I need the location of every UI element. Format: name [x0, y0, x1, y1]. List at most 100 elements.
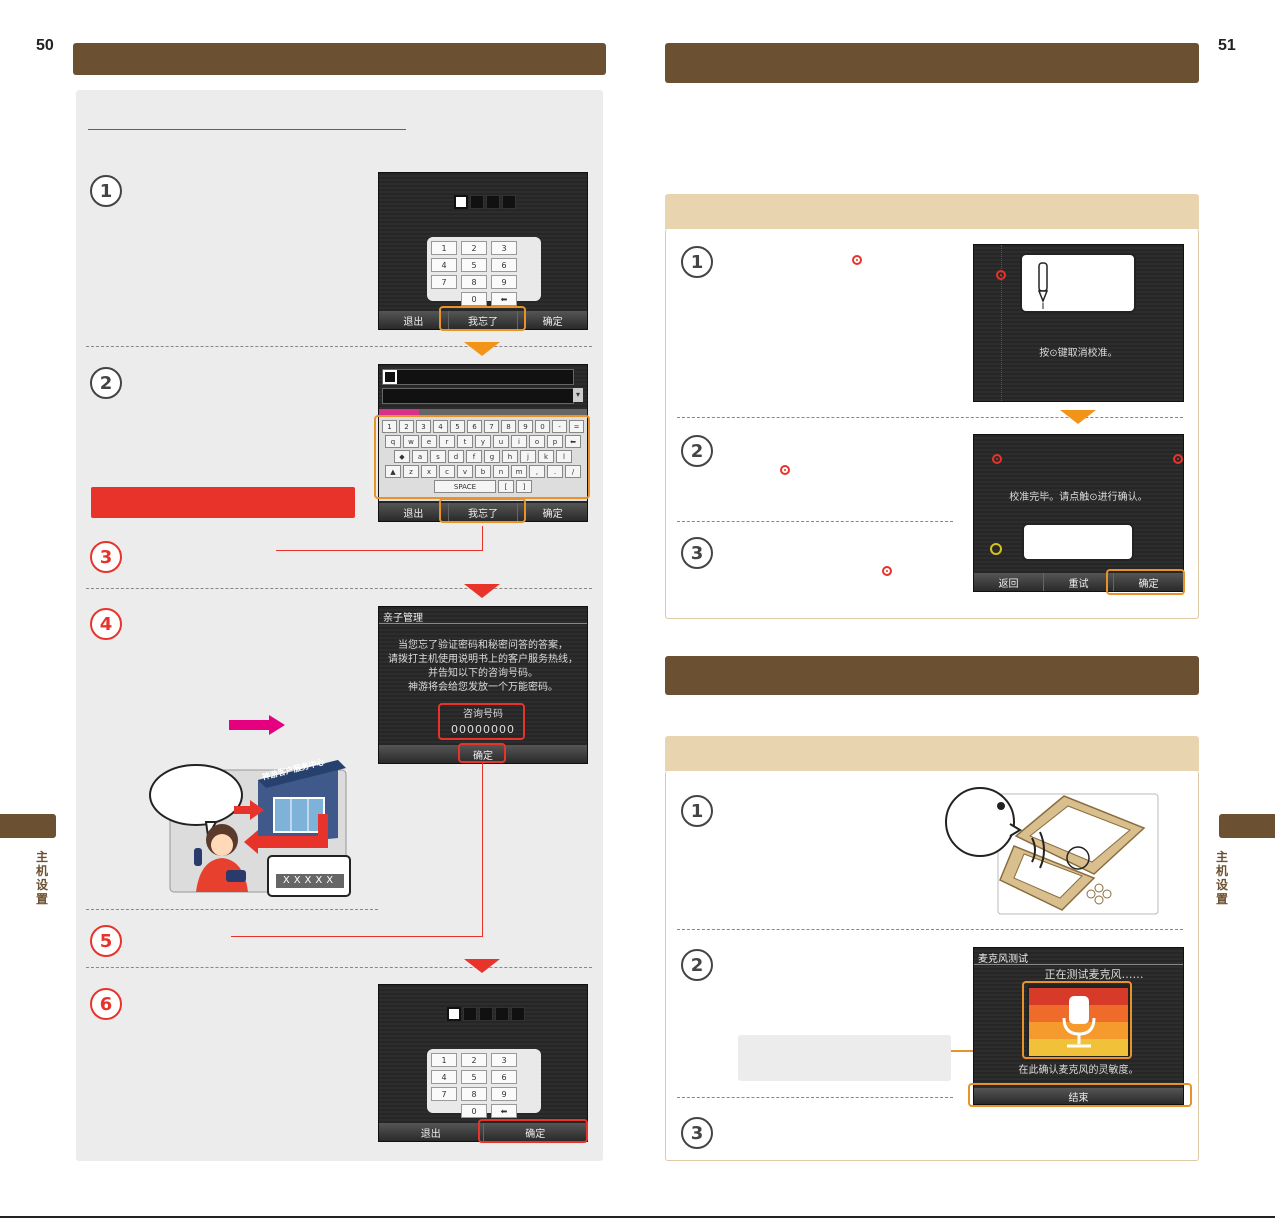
forgot-button[interactable]: 我忘了: [447, 503, 518, 521]
mic-note-box: [738, 1035, 951, 1081]
screen-4-line-3: 并告知以下的咨询号码。: [428, 668, 538, 679]
code-highlight: [438, 703, 525, 740]
connector-line-5: [231, 936, 483, 937]
exit-button[interactable]: 退出: [420, 1128, 441, 1140]
page-number-left: 50: [36, 37, 54, 54]
end-button-highlight: [968, 1083, 1192, 1107]
target-icon: [780, 465, 791, 475]
screen-6-buttons: 退出 确定: [379, 1123, 587, 1141]
microphone-icon: [1062, 996, 1096, 1048]
page-number-right: 51: [1218, 37, 1236, 54]
mic-screen-title: 麦克风测试: [978, 954, 1028, 965]
parental-control-screen: 亲子管理 当您忘了验证密码和秘密问答的答案， 请拨打主机使用说明书上的客户服务热…: [378, 606, 588, 764]
back-button[interactable]: 返回: [998, 578, 1019, 590]
confirm-highlight-6: [478, 1119, 588, 1143]
screen-1-buttons: 退出 我忘了 确定: [379, 311, 587, 329]
guide-line-vertical: [1001, 245, 1002, 401]
space-key[interactable]: SPACE: [434, 480, 496, 493]
bottom-rule: [0, 1216, 1275, 1218]
screen-4-line-2: 请拨打主机使用说明书上的客户服务热线，: [388, 654, 578, 665]
mic-step-1-badge: 1: [681, 795, 713, 827]
crosshair-icon: [990, 543, 1002, 555]
text-input-row-2: [382, 388, 574, 404]
confirm-bubble: [1022, 523, 1134, 561]
scroll-down-icon[interactable]: ▾: [573, 388, 583, 402]
key-row-5: SPACE[]: [382, 480, 584, 493]
arrow-red-1: [464, 584, 500, 598]
section-header-bar-left: [73, 43, 606, 75]
arrow-orange-2: [1060, 410, 1096, 424]
step-3-badge: 3: [90, 541, 122, 573]
pink-arrow-icon: [229, 715, 285, 735]
divider-4: [86, 967, 592, 968]
warning-bar: [91, 487, 355, 518]
console-illustration: [944, 778, 1160, 916]
touch-step-1-badge: 1: [681, 246, 713, 278]
mic-title-line: [974, 964, 1183, 965]
keyboard-highlight: [374, 415, 590, 499]
touch-screen-2-text: 校准完毕。请点触⊙进行确认。: [1009, 492, 1148, 503]
confirm-button[interactable]: 确定: [473, 750, 493, 762]
target-marker-icon: [992, 454, 1002, 464]
divider-2: [86, 588, 592, 589]
arrow-orange-1: [464, 342, 500, 356]
touch-screen-2-buttons: 返回 重试 确定: [974, 573, 1183, 591]
mic-hint-text: 在此确认麦克风的灵敏度。: [1018, 1065, 1139, 1076]
confirm-highlight-4: [458, 743, 506, 763]
password-boxes: [447, 1007, 525, 1021]
code-boxes: XXXXX: [276, 874, 344, 888]
divider-right-1: [677, 417, 1183, 418]
screen-4-title: 亲子管理: [383, 613, 423, 624]
target-marker-icon: [1173, 454, 1183, 464]
touch-step-3-badge: 3: [681, 537, 713, 569]
connector-line-5-vertical: [482, 762, 483, 937]
mic-level-meter: [1027, 986, 1130, 1058]
divider-1: [86, 346, 592, 347]
forgot-button[interactable]: 我忘了: [447, 311, 518, 329]
side-tab-left-label: 主机设置: [36, 850, 49, 906]
screen-4-buttons: 确定: [379, 745, 587, 763]
forgot-highlight-2: [439, 498, 526, 523]
step-5-badge: 5: [90, 925, 122, 957]
step-4-badge: 4: [90, 608, 122, 640]
divider-right-3: [677, 929, 1183, 930]
mic-step-3-badge: 3: [681, 1117, 713, 1149]
subsection-bar-2: [665, 736, 1199, 771]
keyboard-tabs: [379, 409, 587, 415]
panel-underline: [88, 129, 406, 130]
retry-button[interactable]: 重试: [1043, 573, 1113, 591]
mic-step-2-badge: 2: [681, 949, 713, 981]
confirm-button[interactable]: 确定: [1113, 573, 1183, 591]
exit-button[interactable]: 退出: [403, 316, 424, 328]
confirm-button[interactable]: 确定: [482, 1123, 588, 1141]
mic-meter-highlight: [1022, 981, 1132, 1059]
divider-3: [86, 909, 378, 910]
confirm-button[interactable]: 确定: [517, 503, 587, 521]
screen-2-buttons: 退出 我忘了 确定: [379, 503, 587, 521]
divider-right-4: [677, 1097, 953, 1098]
step-2-badge: 2: [90, 367, 122, 399]
text-input-row-1: [382, 369, 574, 385]
divider-right-2: [677, 521, 953, 522]
section-header-bar-right-1: [665, 43, 1199, 83]
arrow-red-2: [464, 959, 500, 973]
touch-screen-1-text: 按⊙键取消校准。: [1039, 348, 1118, 359]
exit-button[interactable]: 退出: [403, 508, 424, 520]
step-1-badge: 1: [90, 175, 122, 207]
confirm-button[interactable]: 确定: [517, 311, 587, 329]
end-button[interactable]: 结束: [1068, 1092, 1089, 1104]
code-value: 00000000: [451, 723, 515, 736]
mic-status-text: 正在测试麦克风……: [1044, 968, 1144, 981]
section-header-bar-right-2: [665, 656, 1199, 695]
screen-4-title-line: [379, 623, 587, 624]
stylus-bubble: [1020, 253, 1136, 313]
